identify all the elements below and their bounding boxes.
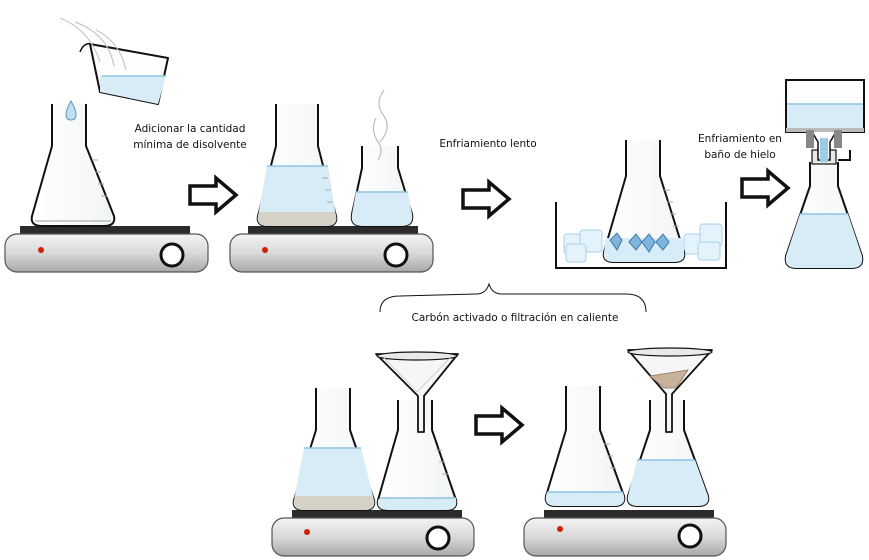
brace-bracket [379, 282, 647, 313]
arrow-icon [740, 167, 791, 209]
flask-hot-solvent [350, 146, 414, 227]
ice-cubes [563, 223, 723, 263]
steam-swirls [372, 89, 388, 161]
flask-dissolving [256, 104, 338, 227]
flask-filtrate [626, 400, 710, 507]
funnel-with-residue [627, 347, 713, 433]
arrow-icon [461, 178, 512, 220]
arrow-icon [474, 404, 525, 446]
label-ice-bath: Enfriamiento en baño de hielo [688, 132, 792, 164]
flask-residue [544, 386, 626, 507]
pouring-beaker [79, 42, 169, 105]
flask-hot-solution [292, 388, 376, 511]
label-optional-step: Carbón activado o filtración en caliente [411, 312, 619, 324]
buchner-funnel [785, 79, 865, 162]
control-knob [383, 242, 409, 268]
control-knob [159, 242, 185, 268]
label-ice-bath-line2: baño de hielo [704, 148, 776, 161]
label-add-solvent: Adicionar la cantidad mínima de disolven… [124, 122, 256, 154]
hotplate-3 [271, 510, 475, 557]
ice-bath-container [555, 202, 727, 269]
control-knob [677, 523, 703, 549]
control-knob [425, 525, 451, 551]
label-slow-cool: Enfriamiento lento [439, 138, 537, 150]
hotplate-1 [4, 226, 209, 273]
flask-empty [30, 104, 116, 227]
label-ice-bath-line1: Enfriamiento en [698, 133, 782, 145]
label-add-solvent-line1: Adicionar la cantidad [134, 123, 246, 135]
label-add-solvent-line2: mínima de disolvente [133, 138, 247, 151]
indicator-light [262, 247, 268, 253]
indicator-light [557, 526, 563, 532]
hotplate-4 [523, 510, 727, 557]
solvent-drop-icon [65, 99, 77, 121]
arrow-icon [188, 174, 239, 216]
vapor-swirls [59, 17, 127, 71]
hotplate-2 [229, 226, 434, 273]
flask-receiving-empty [376, 400, 458, 511]
indicator-light [38, 247, 44, 253]
filter-flask [784, 149, 864, 269]
indicator-light [304, 529, 310, 535]
crystals-icon [609, 232, 670, 253]
funnel-empty [375, 351, 459, 433]
